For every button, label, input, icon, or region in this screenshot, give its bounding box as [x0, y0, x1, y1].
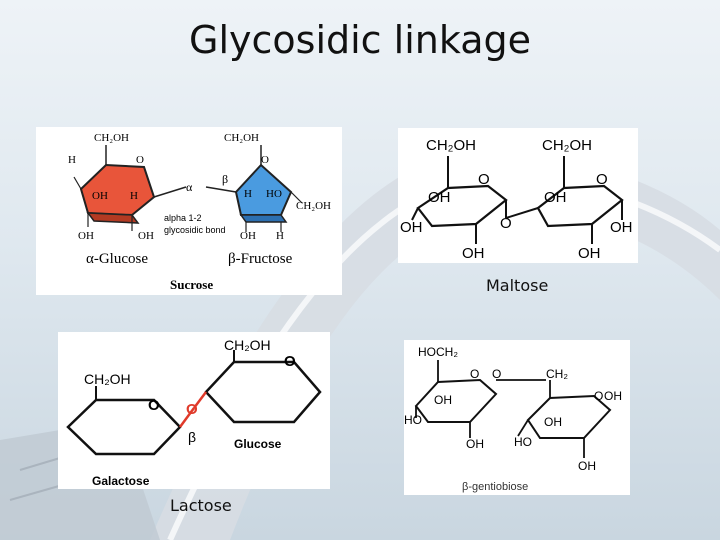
lactose-structure: CH₂OH CH₂OH O O O β Glucose Galactose	[66, 337, 322, 488]
atom-label: OH	[544, 415, 562, 429]
atom-label: OH	[578, 459, 596, 473]
maltose-ch2oh-right: CH₂OH	[542, 137, 592, 154]
atom-label: OH	[92, 190, 108, 202]
maltose-panel: CH₂OH CH₂OH O O O OH OH OH OH OH OH	[398, 128, 638, 263]
maltose-structure: CH₂OH CH₂OH O O O OH OH OH OH OH OH	[400, 137, 633, 262]
bond-label-line1: alpha 1-2	[164, 213, 202, 223]
atom-label: H	[276, 230, 284, 242]
beta-label: β	[222, 172, 228, 186]
galactose-label: Galactose	[92, 474, 150, 488]
gentiobiose-hoch2: HOCH₂	[418, 345, 458, 359]
lactose-ch2oh-left: CH₂OH	[84, 371, 131, 387]
fructose-ring-oxygen: O	[261, 154, 269, 166]
atom-label: O	[148, 397, 160, 414]
atom-label: O	[478, 171, 490, 188]
atom-label: H	[130, 190, 138, 202]
gentiobiose-ch2: CH₂	[546, 367, 568, 381]
atom-label: HO	[404, 413, 422, 427]
lactose-panel: CH₂OH CH₂OH O O O β Glucose Galactose	[58, 332, 330, 489]
sucrose-structure: CH₂OH CH₂OH O O H OH H H HO CH₂OH OH OH …	[68, 132, 331, 292]
fructose-ch2oh-top: CH₂OH	[224, 132, 259, 144]
sucrose-label: Sucrose	[170, 277, 213, 292]
atom-label: O	[596, 171, 608, 188]
alpha-label: α	[186, 180, 193, 194]
fructose-ring	[234, 163, 293, 216]
atom-label: O	[470, 367, 479, 381]
glycosidic-oxygen: O	[492, 367, 501, 381]
atom-label: O	[284, 353, 296, 370]
atom-label: OH	[434, 393, 452, 407]
atom-label: OH	[428, 189, 451, 206]
atom-label: OH	[462, 245, 485, 262]
atom-label: OH	[240, 230, 256, 242]
lactose-ch2oh-right: CH₂OH	[224, 337, 271, 353]
fructose-ch2oh-side: CH₂OH	[296, 200, 331, 212]
atom-label: OH	[604, 389, 622, 403]
atom-label: HO	[514, 435, 532, 449]
alpha-glucose-label: α-Glucose	[86, 251, 148, 267]
atom-label: OH	[544, 189, 567, 206]
atom-label: HO	[266, 188, 282, 200]
beta-label: β	[188, 429, 196, 445]
beta-fructose-label: β-Fructose	[228, 251, 293, 267]
atom-label: OH	[138, 230, 154, 242]
glycosidic-oxygen: O	[500, 215, 512, 232]
lactose-caption: Lactose	[170, 496, 232, 515]
glucose-label: Glucose	[234, 437, 282, 451]
atom-label: OH	[78, 230, 94, 242]
atom-label: OH	[466, 437, 484, 451]
atom-label: OH	[610, 219, 633, 236]
maltose-caption: Maltose	[486, 276, 549, 295]
maltose-ch2oh-left: CH₂OH	[426, 137, 476, 154]
atom-label: O	[594, 389, 603, 403]
gentiobiose-panel: HOCH₂ O O CH₂ OH HO OH O OH OH HO OH β-g…	[404, 340, 630, 495]
sucrose-panel: CH₂OH CH₂OH O O H OH H H HO CH₂OH OH OH …	[36, 127, 342, 295]
atom-label: OH	[400, 219, 423, 236]
glycosidic-oxygen: O	[186, 401, 198, 418]
glucose-ring-oxygen: O	[136, 154, 144, 166]
gentiobiose-label: β-gentiobiose	[462, 481, 528, 493]
atom-label: H	[244, 188, 252, 200]
gentiobiose-structure: HOCH₂ O O CH₂ OH HO OH O OH OH HO OH β-g…	[404, 345, 622, 493]
atom-label: OH	[578, 245, 601, 262]
atom-label: H	[68, 154, 76, 166]
bond-label-line2: glycosidic bond	[164, 225, 226, 235]
glucose-ch2oh: CH₂OH	[94, 132, 129, 144]
page-title: Glycosidic linkage	[189, 18, 531, 62]
